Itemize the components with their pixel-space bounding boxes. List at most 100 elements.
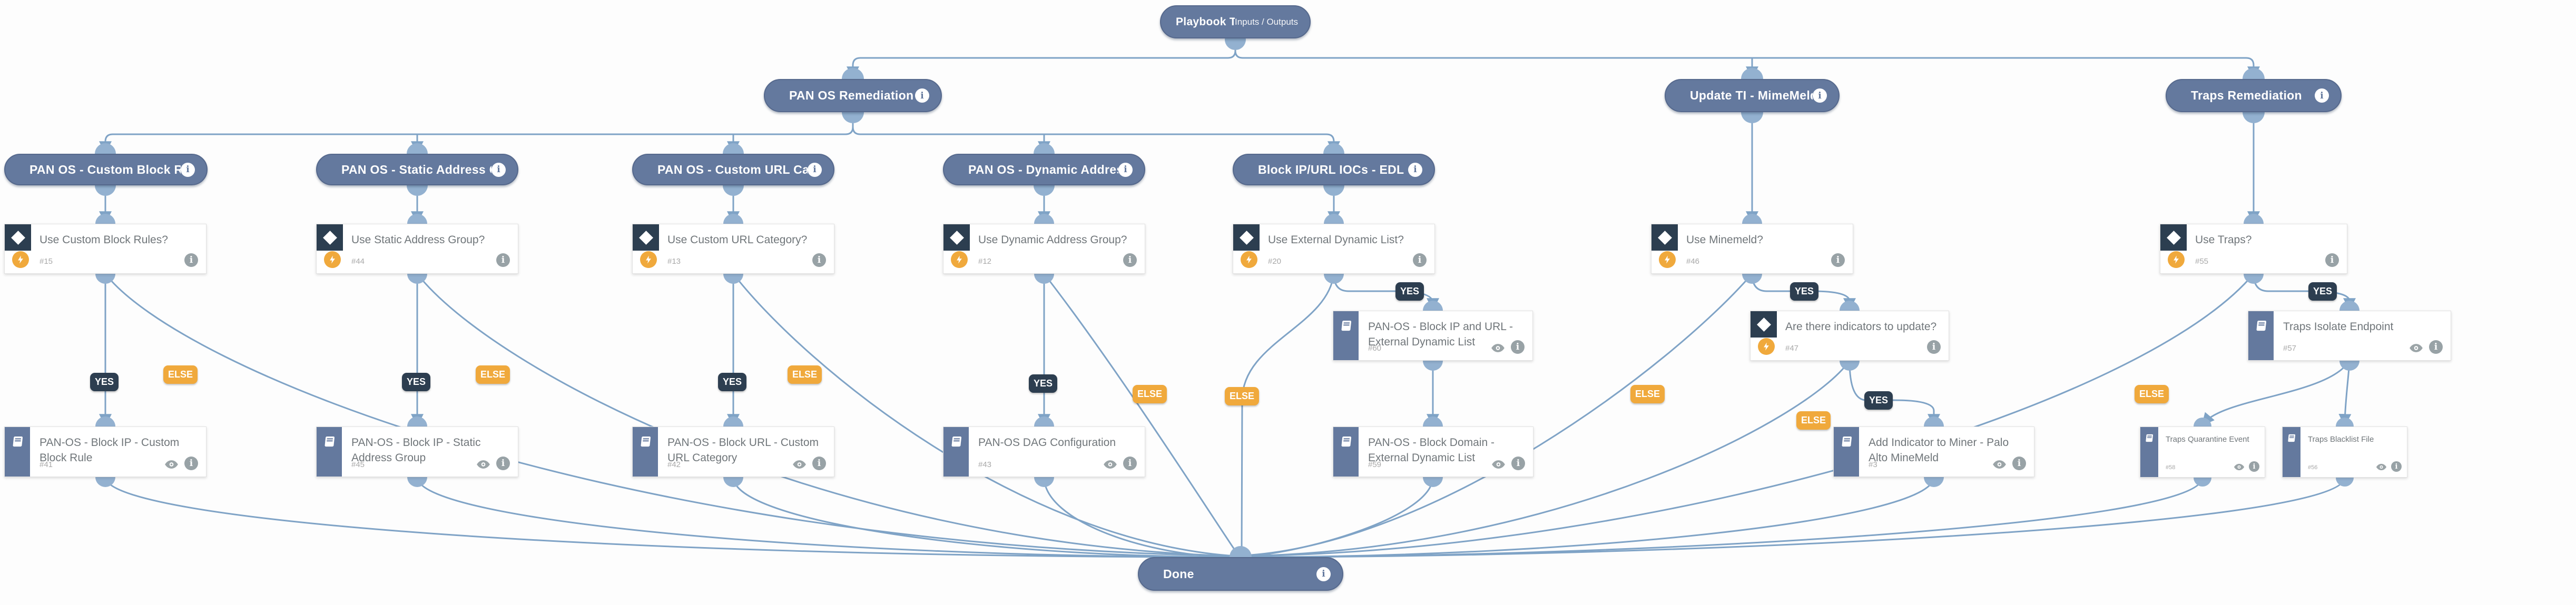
stage-custom-block-rule[interactable]: PAN OS - Custom Block Rule i	[4, 154, 208, 185]
else-badge: ELSE	[1630, 385, 1665, 403]
condition-use-custom-url-category[interactable]: Use Custom URL Category? #13 i	[632, 224, 834, 274]
condition-diamond-icon	[943, 224, 970, 251]
eye-icon[interactable]	[2234, 463, 2245, 471]
condition-diamond-icon	[317, 224, 343, 251]
info-icon[interactable]: i	[2315, 88, 2329, 103]
task-id: #59	[1368, 460, 1382, 469]
info-icon[interactable]: i	[915, 88, 929, 103]
task-title: Add Indicator to Miner - Palo Alto MineM…	[1869, 437, 2009, 464]
condition-use-dynamic-address-group[interactable]: Use Dynamic Address Group? #12 i	[943, 224, 1145, 274]
task-title: Traps Blacklist File	[2308, 435, 2374, 444]
task-pan-os-block-domain-edl[interactable]: PAN-OS - Block Domain - External Dynamic…	[1333, 427, 1533, 477]
inputs-outputs-link[interactable]: Inputs / Outputs	[1234, 16, 1298, 27]
task-id: #12	[978, 257, 992, 266]
condition-use-static-address-group[interactable]: Use Static Address Group? #44 i	[316, 224, 518, 274]
eye-icon[interactable]	[1491, 343, 1505, 353]
yes-badge: YES	[402, 373, 431, 391]
task-id: #46	[1686, 257, 1700, 266]
eye-icon[interactable]	[164, 459, 179, 470]
task-add-indicator-to-miner-minemeld[interactable]: Add Indicator to Miner - Palo Alto MineM…	[1833, 427, 2034, 477]
stage-static-address-group[interactable]: PAN OS - Static Address Group i	[316, 154, 518, 185]
info-icon[interactable]: i	[1123, 457, 1137, 470]
info-icon[interactable]: i	[1831, 253, 1845, 267]
condition-use-custom-block-rules[interactable]: Use Custom Block Rules? #15 i	[4, 224, 207, 274]
task-pan-os-block-ip-custom-block-rule[interactable]: PAN-OS - Block IP - Custom Block Rule #4…	[4, 427, 207, 477]
stage-title: Traps Remediation	[2191, 88, 2302, 102]
automation-lightning-icon	[2168, 251, 2185, 268]
stage-title: PAN OS - Custom URL Category	[657, 162, 808, 176]
info-icon[interactable]: i	[491, 162, 506, 177]
else-badge: ELSE	[163, 365, 198, 384]
stage-title: PAN OS - Dynamic Address Group	[968, 162, 1118, 176]
info-icon[interactable]: i	[1813, 88, 1827, 103]
task-title: Use Custom URL Category?	[667, 234, 808, 246]
info-icon[interactable]: i	[184, 253, 198, 267]
connector-dots	[95, 29, 2359, 568]
task-pan-os-block-ip-static-address-group[interactable]: PAN-OS - Block IP - Static Address Group…	[316, 427, 518, 477]
done-node[interactable]: Done i	[1138, 557, 1343, 591]
condition-use-minemeld[interactable]: Use Minemeld? #46 i	[1651, 224, 1853, 274]
info-icon[interactable]: i	[2249, 461, 2259, 472]
condition-use-traps[interactable]: Use Traps? #55 i	[2160, 224, 2347, 274]
playbook-trigger-node[interactable]: Playbook Triggered Inputs / Outputs	[1160, 5, 1311, 38]
info-icon[interactable]: i	[1316, 567, 1331, 581]
stage-title: Update TI - MimeMeld	[1690, 88, 1813, 102]
playbook-icon	[2140, 427, 2158, 477]
playbook-icon	[317, 427, 342, 477]
info-icon[interactable]: i	[2012, 457, 2026, 470]
info-icon[interactable]: i	[181, 162, 195, 177]
eye-icon[interactable]	[476, 459, 490, 470]
info-icon[interactable]: i	[184, 457, 198, 470]
info-icon[interactable]: i	[1511, 457, 1525, 470]
task-id: #20	[1268, 257, 1282, 266]
eye-icon[interactable]	[2409, 343, 2423, 353]
info-icon[interactable]: i	[496, 253, 510, 267]
else-badge: ELSE	[1225, 387, 1260, 405]
eye-icon[interactable]	[1992, 459, 2007, 470]
task-title: Use Dynamic Address Group?	[978, 234, 1127, 246]
info-icon[interactable]: i	[812, 253, 826, 267]
info-icon[interactable]: i	[1927, 340, 1941, 354]
task-title: PAN-OS - Block IP - Static Address Group	[351, 437, 481, 464]
info-icon[interactable]: i	[812, 457, 826, 470]
condition-use-external-dynamic-list[interactable]: Use External Dynamic List? #20 i	[1233, 224, 1435, 274]
yes-badge: YES	[1864, 391, 1893, 410]
info-icon[interactable]: i	[1118, 162, 1133, 177]
info-icon[interactable]: i	[2325, 253, 2339, 267]
eye-icon[interactable]	[2376, 463, 2387, 471]
task-title: PAN-OS - Block Domain - External Dynamic…	[1368, 437, 1495, 464]
else-badge: ELSE	[788, 365, 822, 384]
task-traps-blacklist-file[interactable]: Traps Blacklist File #56 i	[2282, 427, 2407, 478]
task-traps-isolate-endpoint[interactable]: Traps Isolate Endpoint #57 i	[2248, 311, 2451, 361]
stage-dynamic-address-group[interactable]: PAN OS - Dynamic Address Group i	[943, 154, 1145, 185]
info-icon[interactable]: i	[2429, 340, 2443, 354]
info-icon[interactable]: i	[1123, 253, 1137, 267]
task-id: #60	[1368, 344, 1382, 353]
stage-pan-os-remediation[interactable]: PAN OS Remediation i	[764, 79, 942, 112]
task-pan-os-dag-configuration[interactable]: PAN-OS DAG Configuration #43 i	[943, 427, 1145, 477]
info-icon[interactable]: i	[1408, 162, 1422, 177]
eye-icon[interactable]	[1103, 459, 1117, 470]
condition-diamond-icon	[1233, 224, 1260, 251]
eye-icon[interactable]	[792, 459, 807, 470]
task-pan-os-block-ip-and-url-edl[interactable]: PAN-OS - Block IP and URL - External Dyn…	[1333, 311, 1533, 361]
task-traps-quarantine-event[interactable]: Traps Quarantine Event #58 i	[2140, 427, 2265, 478]
stage-traps-remediation[interactable]: Traps Remediation i	[2166, 79, 2342, 112]
stage-update-ti-mimemeld[interactable]: Update TI - MimeMeld i	[1665, 79, 1840, 112]
playbook-icon	[1333, 311, 1359, 360]
stage-custom-url-category[interactable]: PAN OS - Custom URL Category i	[632, 154, 834, 185]
eye-icon[interactable]	[1491, 459, 1506, 470]
info-icon[interactable]: i	[1413, 253, 1427, 267]
info-icon[interactable]: i	[808, 162, 822, 177]
stage-block-ip-url-iocs-edl[interactable]: Block IP/URL IOCs - EDL i	[1233, 154, 1435, 185]
info-icon[interactable]: i	[1511, 340, 1525, 354]
condition-are-there-indicators-to-update[interactable]: Are there indicators to update? #47 i	[1750, 311, 1949, 361]
task-pan-os-block-url-custom-url-category[interactable]: PAN-OS - Block URL - Custom URL Category…	[632, 427, 834, 477]
automation-lightning-icon	[324, 251, 341, 268]
task-id: #58	[2166, 464, 2176, 471]
task-title: Use External Dynamic List?	[1268, 234, 1404, 246]
info-icon[interactable]: i	[2391, 461, 2402, 472]
playbook-icon	[1333, 427, 1359, 477]
info-icon[interactable]: i	[496, 457, 510, 470]
